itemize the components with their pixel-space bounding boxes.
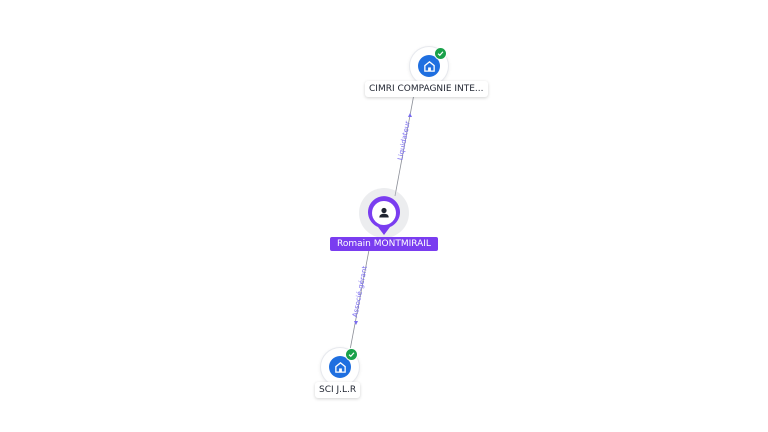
check-icon (345, 348, 358, 361)
person-icon (379, 207, 389, 218)
edge-label-liquidateur: Liquidateur (396, 120, 411, 161)
company-node-cimri[interactable] (410, 47, 448, 85)
edge-associe-gerant (349, 249, 370, 351)
edge-liquidateur (394, 93, 415, 197)
building-icon (418, 55, 440, 77)
company-node-sci[interactable] (321, 348, 359, 386)
building-icon (329, 356, 351, 378)
person-label[interactable]: Romain MONTMIRAIL (330, 237, 438, 251)
company-label-sci[interactable]: SCI J.L.R (315, 382, 361, 398)
edge-arrow-liquidateur (408, 113, 412, 117)
edge-label-associe-gerant: Associé-gérant (351, 265, 369, 318)
edge-arrow-associe-gerant (354, 321, 358, 325)
person-pin[interactable] (367, 196, 401, 236)
check-icon (434, 47, 447, 60)
company-label-cimri[interactable]: CIMRI COMPAGNIE INTE... (365, 81, 488, 97)
